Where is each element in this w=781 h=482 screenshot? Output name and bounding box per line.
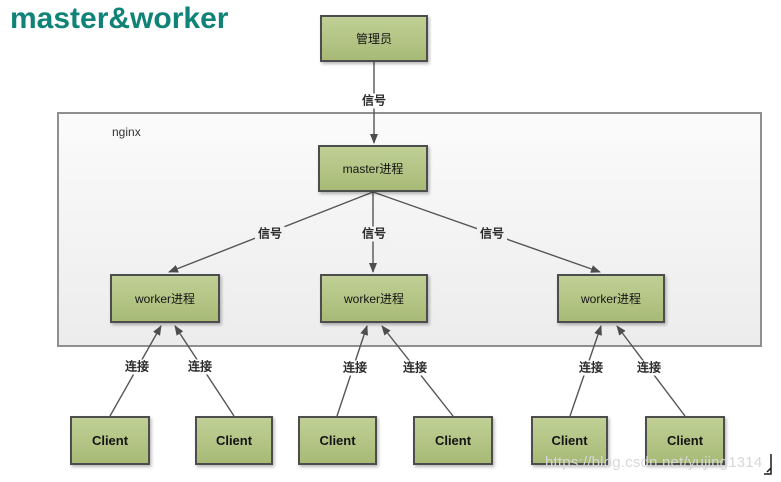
node-worker-3-label: worker进程: [580, 292, 641, 306]
node-client-1-label: Client: [91, 433, 129, 448]
node-client-3-label: Client: [319, 433, 356, 448]
node-client-2-label: Client: [215, 433, 253, 448]
edge-label-connection-5: 连接: [575, 360, 607, 376]
node-client-4: Client: [413, 416, 493, 465]
text-cursor-icon: [764, 454, 772, 475]
edge-label-signal-left: 信号: [254, 226, 286, 242]
edge-label-connection-3: 连接: [339, 360, 371, 376]
node-admin: 管理员: [320, 15, 428, 62]
edge-label-connection-6: 连接: [633, 360, 665, 376]
nginx-container-label: nginx: [112, 125, 141, 139]
edge-label-connection-1: 连接: [121, 359, 153, 375]
node-worker-2-label: worker进程: [343, 292, 404, 306]
edge-label-connection-2: 连接: [184, 359, 216, 375]
edge-label-signal-top: 信号: [358, 93, 390, 109]
node-master: master进程: [318, 145, 428, 192]
node-worker-1-label: worker进程: [134, 292, 195, 306]
node-client-2: Client: [195, 416, 273, 465]
edge-label-connection-4: 连接: [399, 360, 431, 376]
node-client-4-label: Client: [434, 433, 472, 448]
watermark-url: https://blog.csdn.net/yujing1314: [545, 454, 763, 471]
node-worker-1: worker进程: [110, 274, 220, 323]
node-worker-3: worker进程: [557, 274, 665, 323]
page-title: master&worker: [10, 2, 229, 35]
node-client-3: Client: [298, 416, 377, 465]
node-client-1: Client: [70, 416, 150, 465]
node-client-6-label: Client: [666, 433, 704, 448]
node-client-5-label: Client: [551, 433, 588, 448]
node-worker-2: worker进程: [320, 274, 428, 323]
edge-label-signal-middle: 信号: [358, 226, 390, 242]
node-admin-label: 管理员: [355, 32, 392, 46]
node-master-label: master进程: [342, 162, 404, 176]
node-client-6: Client: [645, 416, 725, 465]
node-client-5: Client: [531, 416, 608, 465]
edge-label-signal-right: 信号: [476, 226, 508, 242]
